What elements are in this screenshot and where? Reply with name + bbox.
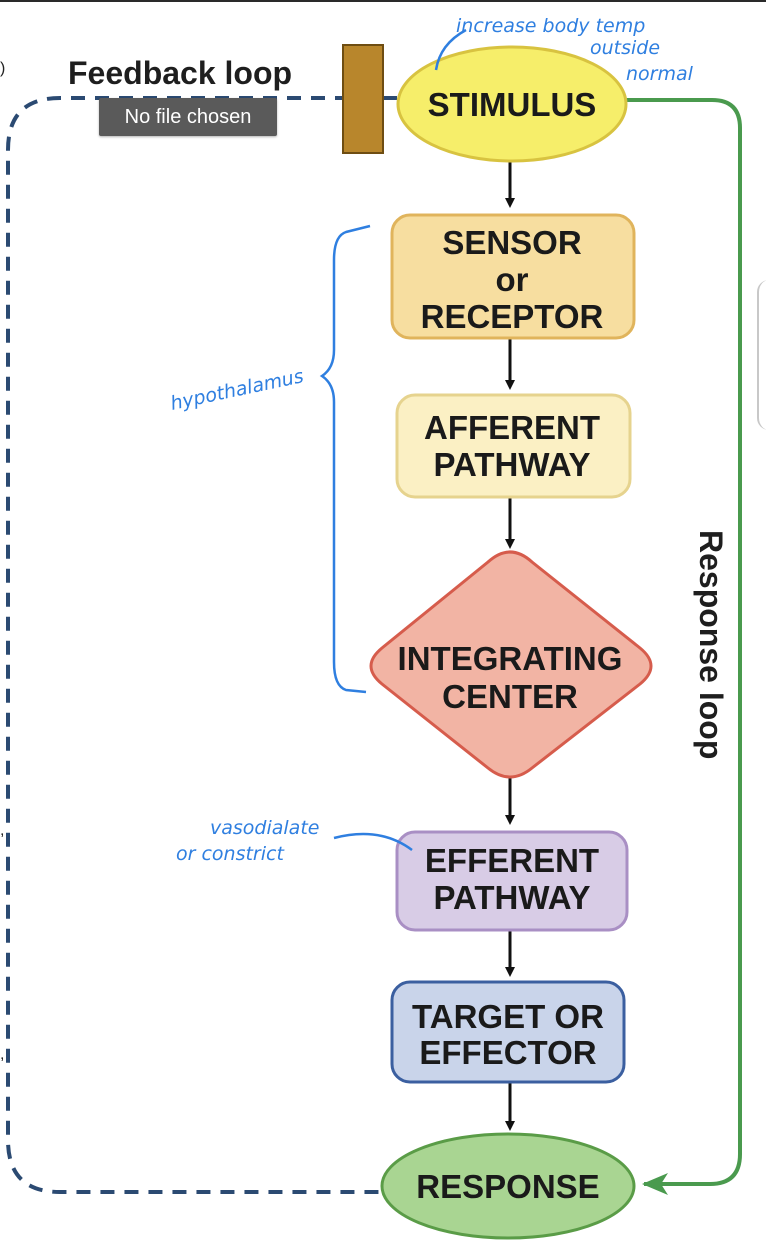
left-edge-comma: , (0, 822, 5, 839)
file-input-status[interactable]: No file chosen (99, 98, 277, 136)
afferent-label-line2: PATHWAY (433, 446, 590, 483)
integrating-center-node: INTEGRATING CENTER (369, 550, 653, 779)
afferent-node: AFFERENT PATHWAY (395, 393, 632, 499)
left-edge-comma-2: , (0, 1046, 5, 1063)
efferent-note-line1: vasodialate (210, 817, 319, 839)
response-node: RESPONSE (380, 1132, 636, 1240)
stimulus-note-line2: outside (590, 37, 660, 59)
left-edge-mark: ) (0, 60, 6, 77)
integrating-label-line2: CENTER (442, 678, 578, 715)
target-label-line2: EFFECTOR (419, 1034, 596, 1071)
stimulus-node: STIMULUS (396, 45, 628, 163)
stimulus-note-stroke (434, 28, 467, 71)
stimulus-label: STIMULUS (428, 86, 597, 123)
efferent-label-line1: EFFERENT (425, 842, 599, 879)
hypothalamus-bracket (319, 224, 371, 694)
sensor-label-line3: RECEPTOR (421, 298, 604, 335)
efferent-note-line2: or constrict (176, 843, 285, 865)
response-loop-path (625, 98, 742, 1195)
stimulus-note-line1: increase body temp (456, 15, 645, 37)
top-border (0, 0, 766, 2)
efferent-node: EFFERENT PATHWAY (395, 830, 629, 932)
response-label: RESPONSE (416, 1168, 599, 1205)
sensor-node: SENSOR or RECEPTOR (390, 213, 636, 340)
efferent-note-stroke (333, 832, 413, 852)
drag-handle[interactable] (342, 44, 384, 154)
afferent-label-line1: AFFERENT (424, 409, 600, 446)
response-loop-label: Response loop (693, 530, 729, 759)
target-label-line1: TARGET OR (412, 998, 604, 1035)
side-panel-edge (757, 280, 766, 430)
feedback-loop-title: Feedback loop (68, 55, 292, 91)
efferent-label-line2: PATHWAY (433, 879, 590, 916)
target-node: TARGET OR EFFECTOR (390, 980, 626, 1084)
integrating-label-line1: INTEGRATING (398, 640, 623, 677)
sensor-label-line1: SENSOR (442, 224, 582, 261)
sensor-label-line2: or (496, 261, 529, 298)
feedback-loop-path (6, 96, 397, 1194)
stimulus-note-line3: normal (626, 63, 694, 85)
hypothalamus-note: hypothalamus (168, 365, 305, 415)
